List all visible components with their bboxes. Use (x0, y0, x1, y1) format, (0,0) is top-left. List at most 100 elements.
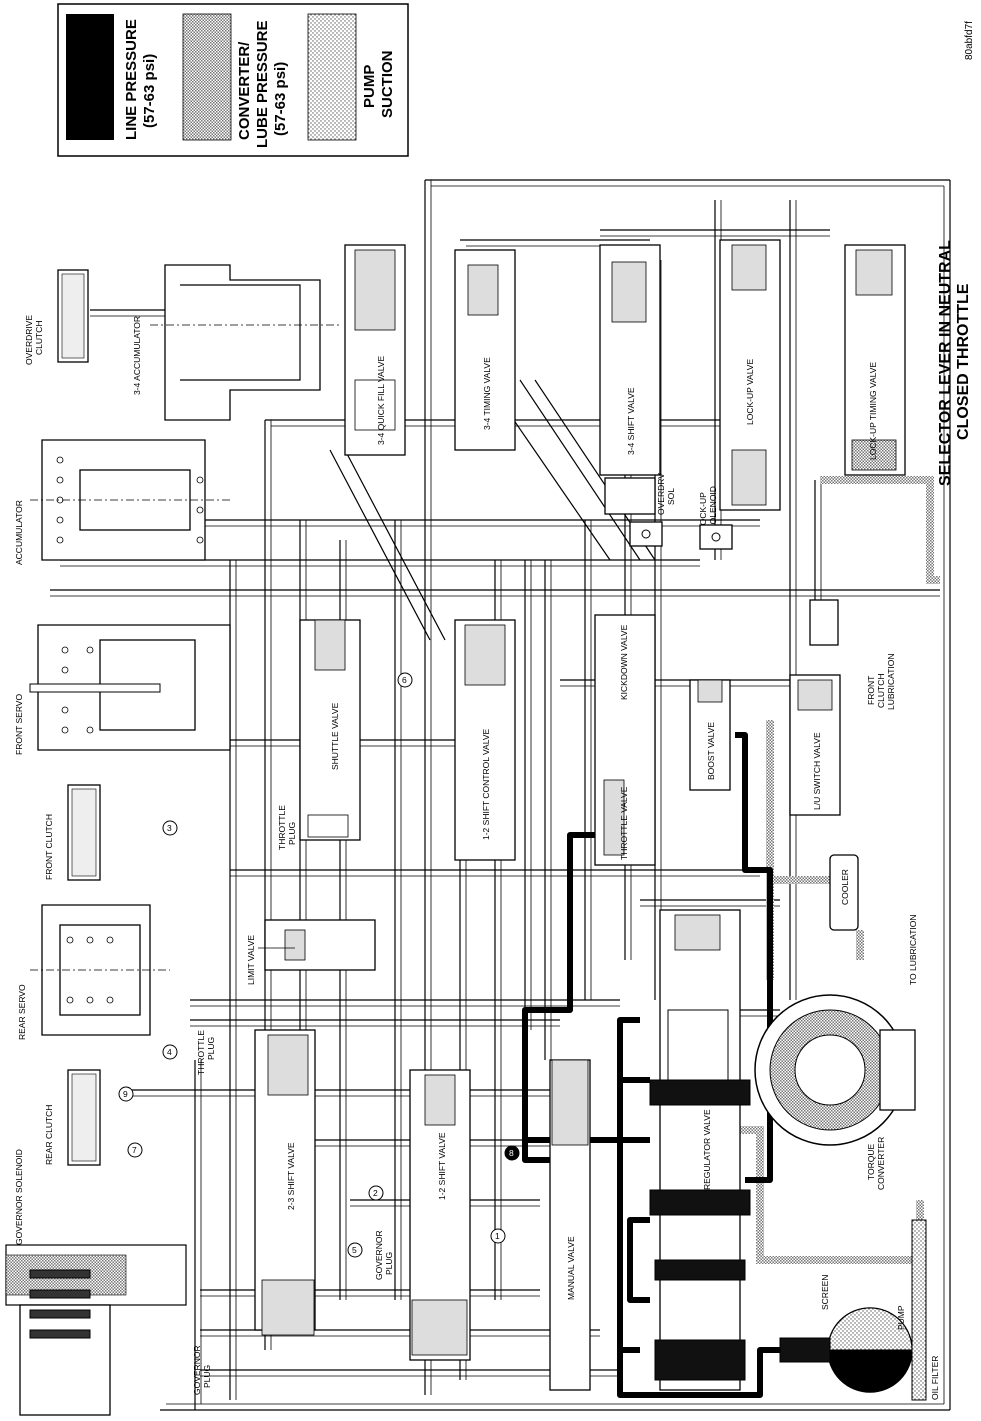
overdrv-sol-label-1: OVERDRV (656, 473, 666, 515)
lockup-solenoid-label-2: SOLENOID (708, 486, 718, 530)
shift-control-valve-label: 1-2 SHIFT CONTROL VALVE (481, 729, 491, 840)
check-ball-2: 2 (373, 1188, 378, 1198)
check-ball-1: 1 (495, 1231, 500, 1241)
governor-plug-lower-label-2: PLUG (202, 1365, 212, 1388)
overdrv-sol-label-2: SOL (666, 488, 676, 505)
legend-line-pressure-swatch (66, 14, 114, 140)
line-pressure-passages (522, 732, 780, 1398)
throttle-plug-lower-label-2: PLUG (206, 1037, 216, 1060)
quick-fill-valve-3-4: 3-4 QUICK FILL VALVE (344, 244, 406, 456)
lockup-valve-label: LOCK-UP VALVE (745, 359, 755, 425)
lockup-timing-valve: LOCK-UP TIMING VALVE (844, 244, 906, 476)
cooler-label: COOLER (840, 869, 850, 905)
front-clutch-lub-label-3: LUBRICATION (886, 653, 896, 710)
throttle-plug-upper-label-2: PLUG (287, 822, 297, 845)
governor-plug-lower-label-1: GOVERNOR (192, 1345, 202, 1395)
shift-valve-1-2: 1-2 SHIFT VALVE GOVERNOR PLUG (374, 1069, 471, 1361)
legend-converter-label-1: CONVERTER/ (236, 41, 253, 140)
cooler: COOLER TO LUBRICATION (829, 854, 918, 985)
check-ball-6: 6 (402, 675, 407, 685)
shift-valve-3-4: 3-4 SHIFT VALVE OVERDRV SOL (599, 244, 676, 547)
manual-valve: MANUAL VALVE (549, 1059, 591, 1391)
governor-plug-upper-label-1: GOVERNOR (374, 1230, 384, 1280)
shuttle-valve: SHUTTLE VALVE THROTTLE PLUG (277, 619, 361, 850)
front-servo: FRONT SERVO (14, 624, 231, 755)
legend-line-pressure-label: LINE PRESSURE (123, 19, 140, 140)
governor-solenoid-label: GOVERNOR SOLENOID (14, 1149, 24, 1245)
front-servo-label: FRONT SERVO (14, 694, 24, 755)
legend-converter-range: (57-63 psi) (272, 62, 289, 136)
front-clutch-label: FRONT CLUTCH (44, 814, 54, 880)
accumulator-3-4-label: 3-4 ACCUMULATOR (132, 316, 142, 395)
front-clutch-lub-label-2: CLUTCH (876, 674, 886, 708)
legend-pump-label-1: PUMP (361, 65, 378, 108)
check-ball-3: 3 (167, 823, 172, 833)
oil-filter-label: OIL FILTER (930, 1356, 940, 1400)
check-ball-8: 8 (509, 1148, 514, 1158)
check-balls: 1 2 3 4 5 6 7 8 9 (118, 672, 520, 1258)
governor-plug-upper-label-2: PLUG (384, 1252, 394, 1275)
torque-converter-label-2: CONVERTER (876, 1137, 886, 1190)
regulator-valve: REGULATOR VALVE (649, 909, 751, 1391)
rear-servo-label: REAR SERVO (17, 984, 27, 1040)
rear-servo: REAR SERVO (17, 904, 170, 1040)
accumulator-label: ACCUMULATOR (14, 500, 24, 565)
manual-valve-label: MANUAL VALVE (566, 1236, 576, 1300)
boost-valve: BOOST VALVE (689, 679, 731, 791)
check-ball-5: 5 (352, 1245, 357, 1255)
check-ball-7: 7 (132, 1145, 137, 1155)
accumulator: ACCUMULATOR (14, 439, 230, 565)
legend-converter-swatch (182, 13, 232, 141)
screen-label: SCREEN (820, 1275, 830, 1310)
pump-label: PUMP (896, 1305, 906, 1330)
shuttle-valve-label: SHUTTLE VALVE (330, 702, 340, 770)
governor-solenoid: GOVERNOR SOLENOID (5, 1149, 187, 1416)
shift-valve-3-4-label: 3-4 SHIFT VALVE (626, 387, 636, 455)
lu-switch-valve: L/U SWITCH VALVE FRONT CLUTCH LUBRICATIO… (789, 599, 896, 816)
lockup-valve: LOCK-UP VALVE LOCK-UP SOLENOID (698, 239, 781, 550)
kickdown-throttle-valve: KICKDOWN VALVE THROTTLE VALVE (594, 614, 656, 866)
image-code: 80abfd7f (964, 21, 975, 60)
legend-line-pressure-range: (57-63 psi) (141, 54, 158, 128)
shift-control-valve-1-2: 1-2 SHIFT CONTROL VALVE (454, 619, 516, 861)
throttle-plug-lower-label-1: THROTTLE (196, 1030, 206, 1075)
lockup-timing-valve-label: LOCK-UP TIMING VALVE (868, 362, 878, 460)
overdrive-clutch: OVERDRIVE CLUTCH (24, 269, 89, 365)
boost-valve-label: BOOST VALVE (706, 722, 716, 780)
accumulator-3-4: 3-4 ACCUMULATOR (132, 264, 340, 421)
throttle-valve-label: THROTTLE VALVE (619, 786, 629, 860)
rear-clutch-label: REAR CLUTCH (44, 1105, 54, 1165)
legend: LINE PRESSURE (57-63 psi) CONVERTER/ LUB… (57, 3, 409, 157)
regulator-valve-label: REGULATOR VALVE (702, 1109, 712, 1190)
torque-converter: TORQUE CONVERTER (754, 994, 916, 1190)
legend-converter-label-2: LUBE PRESSURE (254, 20, 271, 148)
shift-valve-2-3-label: 2-3 SHIFT VALVE (286, 1142, 296, 1210)
timing-valve-3-4: 3-4 TIMING VALVE (454, 249, 516, 451)
torque-converter-label-1: TORQUE (866, 1143, 876, 1180)
check-ball-4: 4 (167, 1047, 172, 1057)
lockup-solenoid-label-1: LOCK-UP (698, 492, 708, 530)
quick-fill-valve-label: 3-4 QUICK FILL VALVE (376, 356, 386, 445)
front-clutch-lub-label-1: FRONT (866, 676, 876, 705)
overdrive-clutch-label-1: OVERDRIVE (24, 315, 34, 365)
legend-pump-label-2: SUCTION (379, 51, 396, 119)
rear-clutch: REAR CLUTCH (44, 1069, 101, 1166)
shift-valve-2-3: 2-3 SHIFT VALVE THROTTLE PLUG GOVERNOR P… (192, 1029, 316, 1395)
throttle-plug-upper-label-1: THROTTLE (277, 805, 287, 850)
limit-valve: LIMIT VALVE (246, 919, 376, 985)
diagram-title-line2: CLOSED THROTTLE (955, 283, 972, 440)
front-clutch: FRONT CLUTCH (44, 784, 101, 881)
legend-pump-suction-swatch (307, 13, 357, 141)
diagram-title-line1: SELECTOR LEVER IN NEUTRAL (937, 240, 954, 486)
check-ball-9: 9 (123, 1089, 128, 1099)
to-lubrication-label: TO LUBRICATION (908, 914, 918, 985)
limit-valve-label: LIMIT VALVE (246, 935, 256, 985)
kickdown-valve-label: KICKDOWN VALVE (619, 624, 629, 700)
shift-valve-1-2-label: 1-2 SHIFT VALVE (437, 1132, 447, 1200)
overdrive-clutch-label-2: CLUTCH (34, 321, 44, 355)
lu-switch-valve-label: L/U SWITCH VALVE (812, 732, 822, 810)
pump-and-filter: SCREEN PUMP OIL FILTER (779, 1219, 940, 1401)
timing-valve-3-4-label: 3-4 TIMING VALVE (482, 357, 492, 430)
